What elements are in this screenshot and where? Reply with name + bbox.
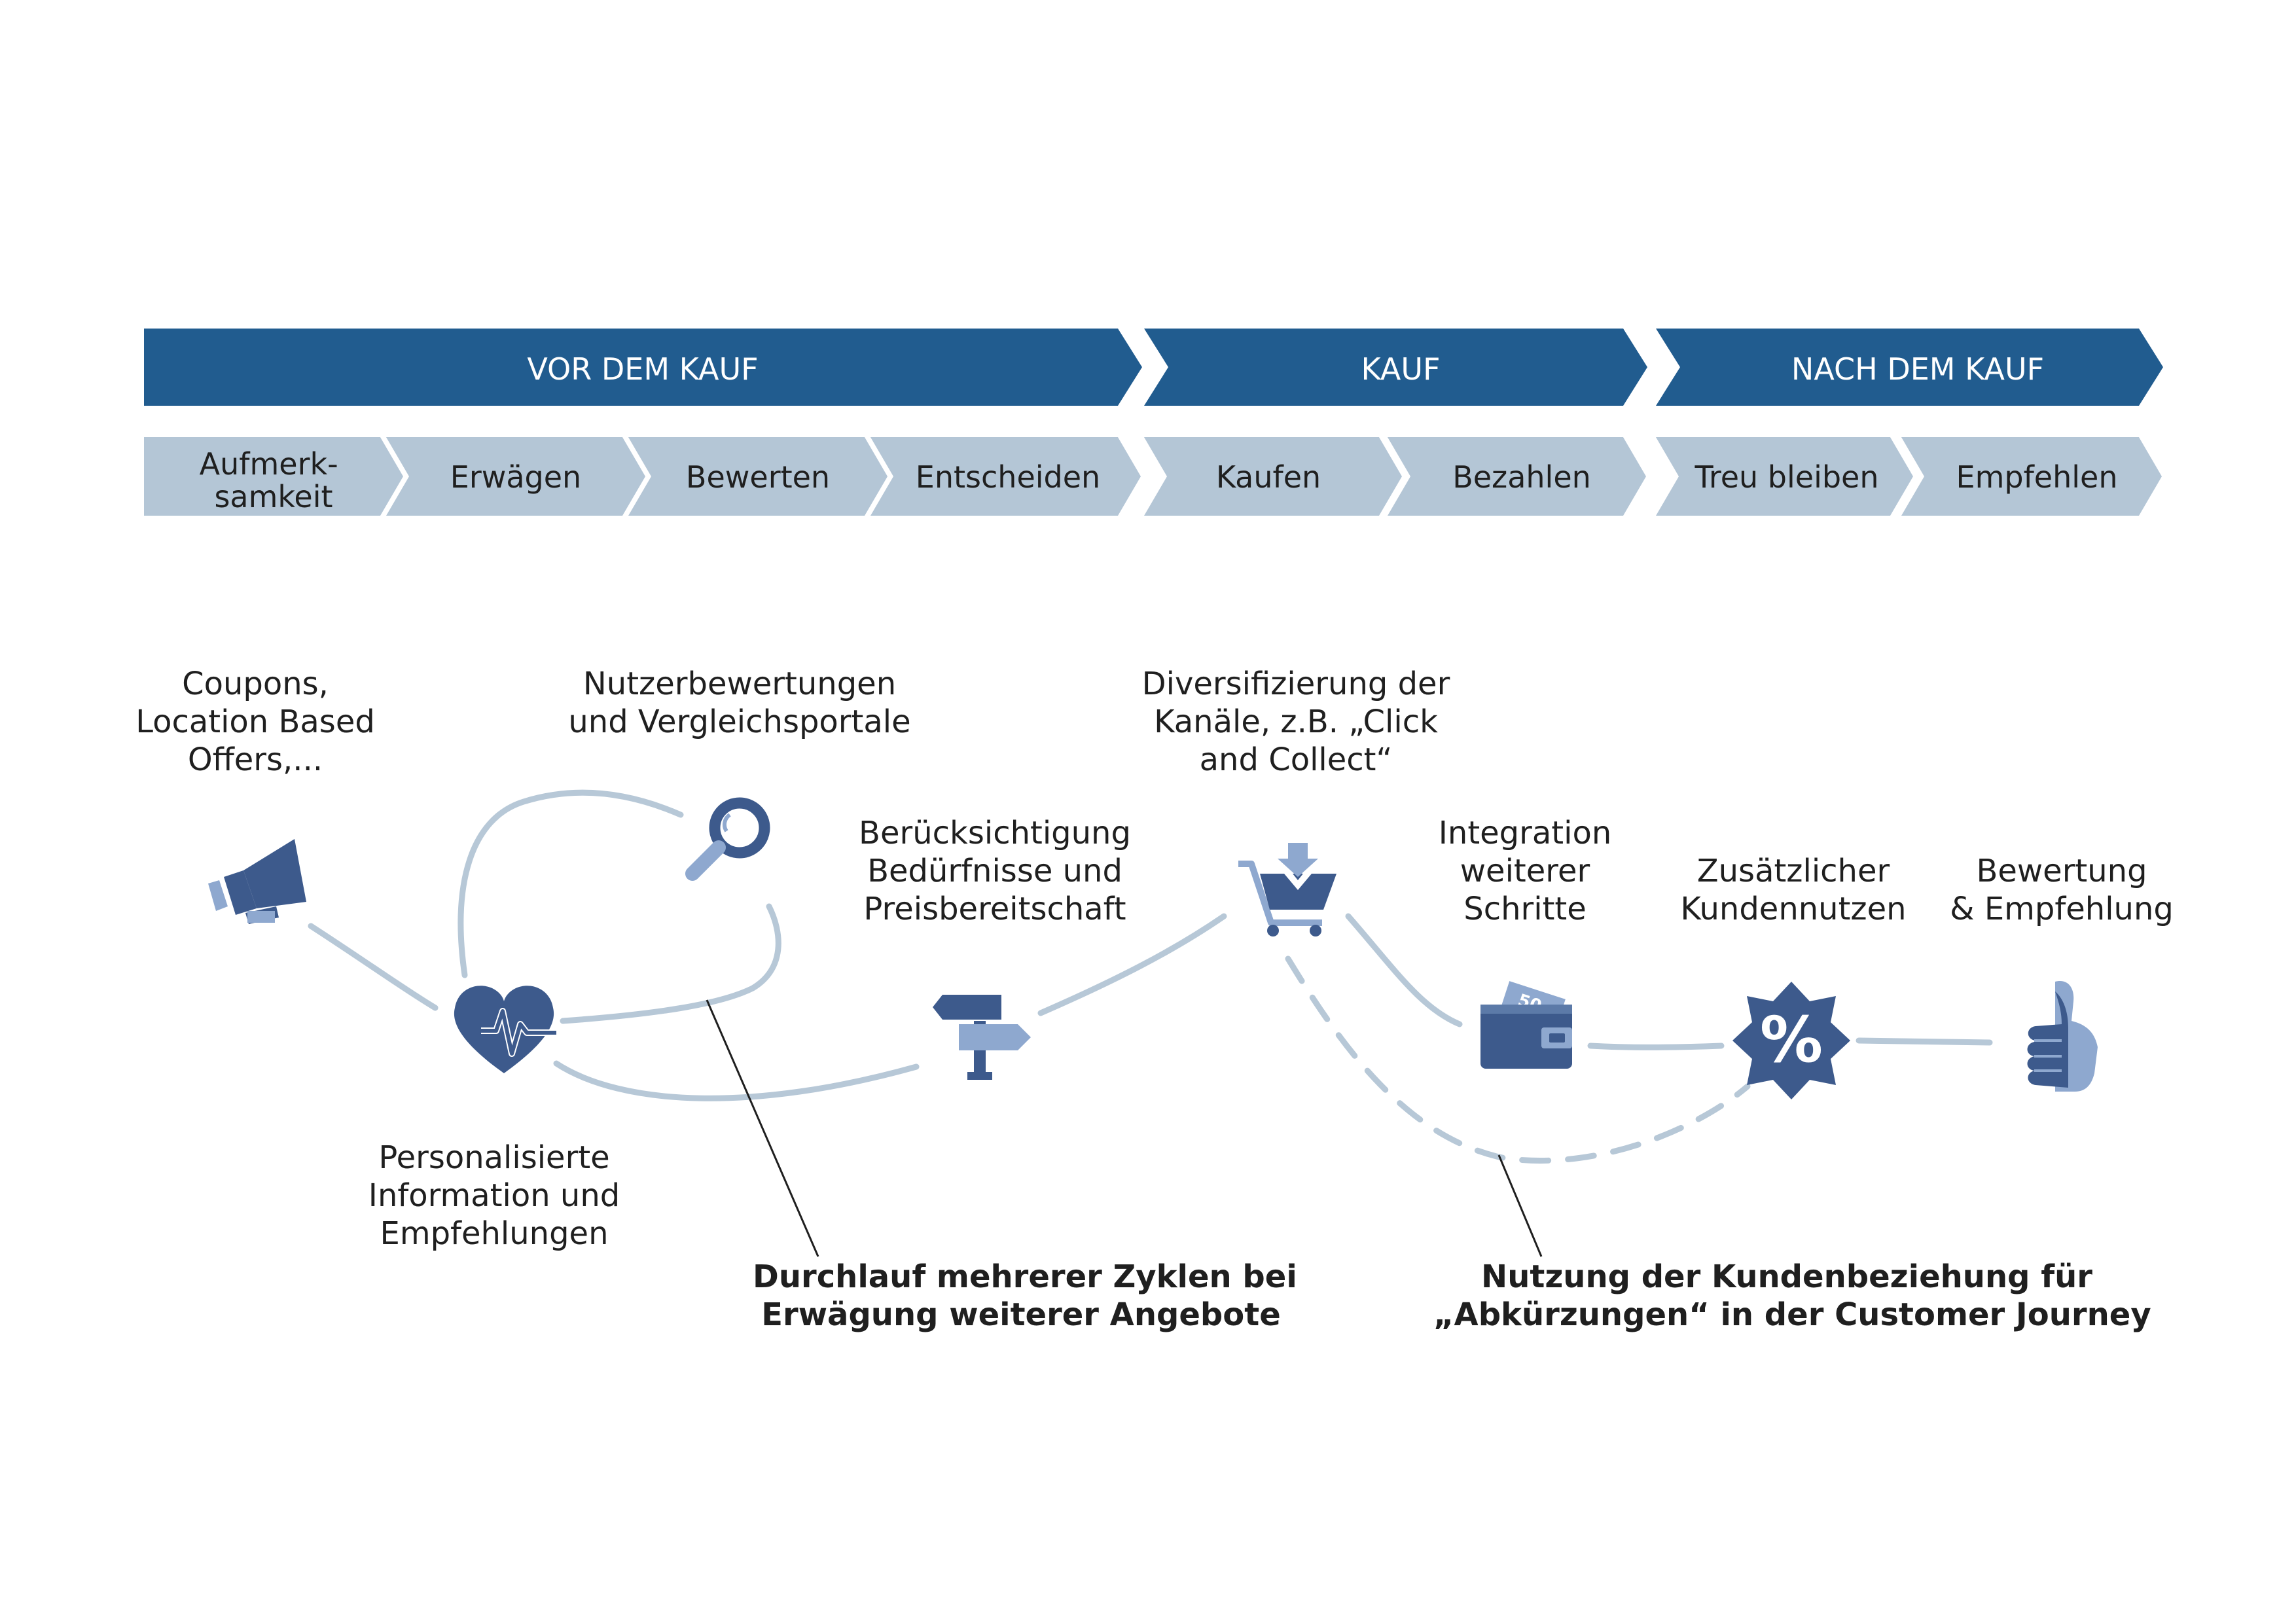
magnifier-icon <box>685 797 770 881</box>
path-cart-to-wallet <box>1345 913 1463 1027</box>
path-heart-to-signpost <box>553 1060 920 1101</box>
step-chevron-aufmerksamkeit <box>144 437 403 516</box>
step-label-aufmerksamkeit: Aufmerk- samkeit <box>200 446 348 514</box>
callout-line-cycles <box>706 999 819 1257</box>
label-shortcuts: Nutzung der Kundenbeziehung für„Abkürzun… <box>1433 1258 2151 1333</box>
step-label-bewerten: Bewerten <box>686 459 830 495</box>
step-chevron-erwaegen <box>386 437 645 516</box>
heartbeat-icon <box>454 986 556 1073</box>
svg-text:%: % <box>1760 1003 1823 1077</box>
step-label-empfehlen: Empfehlen <box>1956 459 2118 495</box>
path-heart-loop-inner <box>560 903 781 1024</box>
path-heart-loop-outer <box>457 789 684 978</box>
phase-label-kauf: KAUF <box>1361 351 1441 387</box>
journey-path <box>308 789 1993 1164</box>
wallet-icon: 50 <box>1480 981 1572 1069</box>
step-label-kaufen: Kaufen <box>1216 459 1321 495</box>
step-bar: Aufmerk- samkeit Erwägen Bewerten Entsch… <box>144 437 2162 516</box>
phase-chevron-kauf <box>1144 329 1647 406</box>
phase-label-vor-dem-kauf: VOR DEM KAUF <box>527 351 758 387</box>
step-label-treu-bleiben: Treu bleiben <box>1694 459 1878 495</box>
path-wallet-to-percent <box>1587 1043 1725 1050</box>
phase-label-nach-dem-kauf: NACH DEM KAUF <box>1791 351 2044 387</box>
step-chevron-treu-bleiben <box>1656 437 1913 516</box>
path-percent-to-thumb <box>1856 1037 1993 1046</box>
path-signpost-to-cart <box>1037 913 1227 1016</box>
step-chevron-bezahlen <box>1388 437 1646 516</box>
phase-chevron-vor-dem-kauf <box>144 329 1142 406</box>
step-chevron-empfehlen <box>1901 437 2162 516</box>
step-chevron-bewerten <box>628 437 888 516</box>
shopping-cart-icon <box>1238 843 1336 936</box>
callout-line-shortcuts <box>1498 1154 1543 1257</box>
thumbs-up-icon <box>2027 981 2098 1092</box>
step-chevron-entscheiden <box>870 437 1141 516</box>
step-label-bezahlen: Bezahlen <box>1452 459 1591 495</box>
phase-bar: VOR DEM KAUF KAUF NACH DEM KAUF <box>144 329 2163 406</box>
phase-chevron-nach-dem-kauf <box>1656 329 2163 406</box>
path-megaphone-to-heart <box>308 923 439 1011</box>
percent-badge-icon: % <box>1732 982 1850 1099</box>
step-label-entscheiden: Entscheiden <box>916 459 1100 495</box>
step-label-erwaegen: Erwägen <box>450 459 581 495</box>
label-rating: Bewertung& Empfehlung <box>1950 853 2174 927</box>
signpost-icon <box>933 995 1031 1080</box>
path-shortcut-dashed <box>1285 955 1751 1164</box>
megaphone-icon <box>208 839 306 924</box>
callout-lines <box>706 999 1543 1257</box>
step-chevron-kaufen <box>1144 437 1402 516</box>
